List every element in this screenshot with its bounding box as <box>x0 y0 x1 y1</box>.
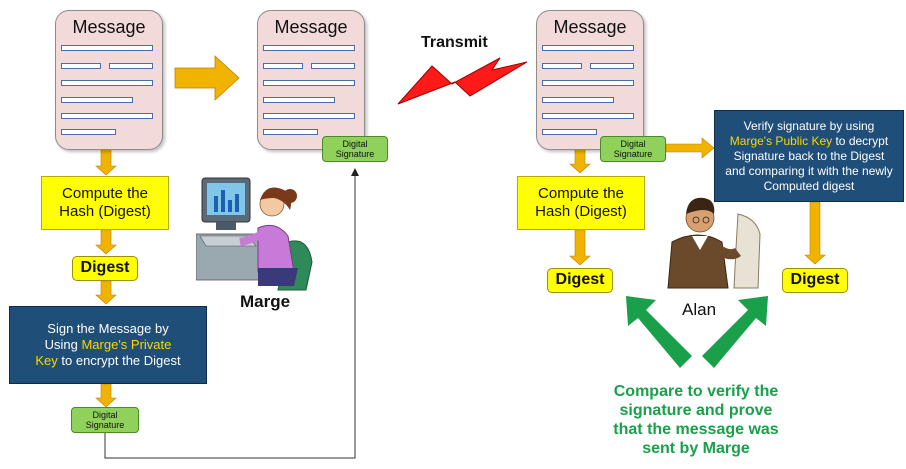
signature-line1: Digital <box>92 410 118 420</box>
verify-line3: Signature back to the Digest <box>733 148 885 163</box>
verify-line2-post: to decrypt <box>832 133 889 148</box>
text-line <box>263 45 355 51</box>
digest-badge-decrypted: Digest <box>782 268 848 293</box>
compute-hash-line1: Compute the <box>538 185 624 202</box>
compute-hash-box-left: Compute the Hash (Digest) <box>41 176 169 230</box>
signature-line1: Digital <box>342 139 368 149</box>
arrow-rmsg-to-hash <box>569 147 591 174</box>
compute-hash-line2: Hash (Digest) <box>535 203 627 220</box>
transmit-label: Transmit <box>421 34 488 51</box>
text-line <box>263 63 303 69</box>
verify-signature-box: Verify signature by using Marge's Public… <box>714 110 904 202</box>
text-line <box>263 97 335 103</box>
text-line <box>61 97 133 103</box>
verify-line5: Computed digest <box>763 178 855 193</box>
compare-line2: signature and prove <box>619 402 773 419</box>
signature-line1: Digital <box>620 139 646 149</box>
compare-arrows <box>626 296 768 368</box>
sign-message-box: Sign the Message by Using Marge's Privat… <box>9 306 207 384</box>
digest-badge-computed: Digest <box>547 268 613 293</box>
text-line <box>542 63 582 69</box>
text-line <box>542 80 634 86</box>
compare-line1: Compare to verify the <box>613 383 779 400</box>
message-document-received: Message <box>536 10 644 150</box>
arrow-hash-to-digest <box>95 229 117 255</box>
message-title: Message <box>72 17 146 37</box>
message-title: Message <box>553 17 627 37</box>
marge-person-icon <box>196 177 313 291</box>
text-line <box>263 129 318 135</box>
sign-line2-highlight: Marge's Private <box>81 337 172 352</box>
text-line <box>542 97 614 103</box>
compute-hash-line1: Compute the <box>62 185 148 202</box>
compare-arrow-left <box>626 296 692 368</box>
message-document-original: Message <box>55 10 163 150</box>
text-line <box>61 129 116 135</box>
compute-hash-box-right: Compute the Hash (Digest) <box>517 176 645 230</box>
signature-return-line <box>104 168 359 459</box>
verify-line4: and comparing it with the newly <box>725 163 893 178</box>
transmit-bolt-icon <box>397 57 528 105</box>
sign-line3-post: to encrypt the Digest <box>57 353 181 368</box>
text-line <box>61 80 153 86</box>
text-line <box>61 63 101 69</box>
text-line <box>263 80 355 86</box>
arrow-signature-to-verify <box>665 137 715 159</box>
message-document-signed: Message <box>257 10 365 150</box>
text-line <box>542 113 634 119</box>
arrow-rhash-to-digest <box>569 229 591 266</box>
signature-line2: Signature <box>613 149 653 159</box>
text-line <box>590 63 634 69</box>
left-down-arrows <box>95 147 117 408</box>
text-line <box>542 45 634 51</box>
text-line <box>61 45 153 51</box>
text-line <box>263 113 355 119</box>
sign-line1: Sign the Message by <box>47 321 169 336</box>
signature-line2: Signature <box>85 420 125 430</box>
compare-caption: Compare to verify the signature and prov… <box>586 382 806 458</box>
arrow-message-to-message <box>174 55 240 101</box>
verify-line1: Verify signature by using <box>743 118 875 133</box>
arrow-msg-to-hash <box>95 147 117 176</box>
signature-line2: Signature <box>335 149 375 159</box>
arrow-sign-to-signature <box>95 383 117 408</box>
compare-line3: that the message was <box>613 421 779 438</box>
text-line <box>542 129 597 135</box>
compare-line4: sent by Marge <box>642 440 750 457</box>
sign-line2-pre: Using <box>44 337 82 352</box>
marge-label: Marge <box>240 292 291 311</box>
text-line <box>109 63 153 69</box>
arrow-digest-to-sign <box>95 280 117 305</box>
digest-badge-left: Digest <box>72 256 138 281</box>
sign-line3-highlight: Key <box>35 353 58 368</box>
right-down-arrows <box>569 147 826 266</box>
text-line <box>311 63 355 69</box>
text-line <box>61 113 153 119</box>
message-title: Message <box>274 17 348 37</box>
compute-hash-line2: Hash (Digest) <box>59 203 151 220</box>
verify-line2-highlight: Marge's Public Key <box>729 133 833 148</box>
compare-arrow-right <box>702 296 768 368</box>
arrow-verify-to-digest <box>804 201 826 265</box>
alan-person-icon <box>667 197 761 289</box>
alan-label: Alan <box>682 300 717 319</box>
